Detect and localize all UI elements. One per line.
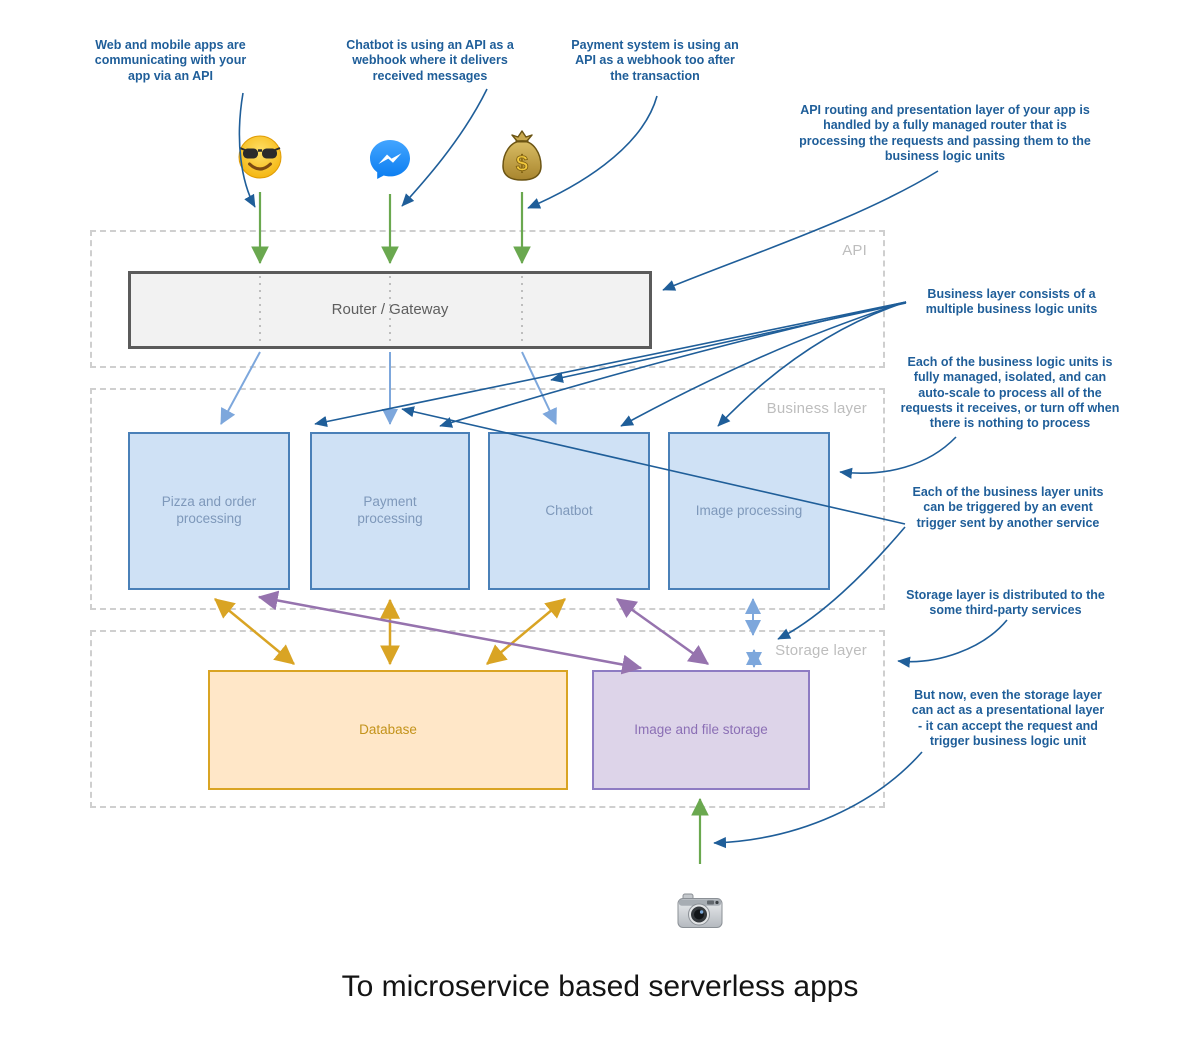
note-payment-webhook: Payment system is using an API as a webh… <box>571 38 739 83</box>
router-gateway-label: Router / Gateway <box>331 300 449 318</box>
storage-layer-label: Storage layer <box>775 642 867 659</box>
camera-icon <box>676 891 724 936</box>
arrow-note-storage-distributed <box>897 619 1008 668</box>
image-processing-box: Image processing <box>668 432 830 590</box>
chatbot-box: Chatbot <box>488 432 650 590</box>
payment-processing-box: Payment processing <box>310 432 470 590</box>
router-gateway-box: Router / Gateway <box>128 271 652 349</box>
note-business-units-managed: Each of the business logic units is full… <box>900 355 1120 430</box>
note-api-routing: API routing and presentation layer of yo… <box>799 103 1091 163</box>
api-layer-label: API <box>842 242 867 259</box>
image-file-storage-label: Image and file storage <box>634 721 768 737</box>
note-storage-distributed: Storage layer is distributed to the some… <box>906 588 1105 618</box>
money-bag-icon: $ <box>498 128 546 187</box>
svg-text:$: $ <box>516 151 528 176</box>
arrow-note-chatbot-webhook <box>401 88 488 207</box>
note-chatbot-webhook: Chatbot is using an API as a webhook whe… <box>346 38 514 83</box>
messenger-icon <box>368 137 412 186</box>
note-event-trigger: Each of the business layer units can be … <box>912 485 1104 530</box>
payment-processing-label: Payment processing <box>357 494 423 526</box>
note-business-consists: Business layer consists of a multiple bu… <box>925 287 1098 317</box>
diagram-title: To microservice based serverless apps <box>341 970 859 1003</box>
arrow-note-payment-webhook <box>527 95 658 209</box>
image-processing-label: Image processing <box>695 502 803 518</box>
note-web-mobile: Web and mobile apps are communicating wi… <box>94 38 247 83</box>
business-layer-label: Business layer <box>766 400 867 417</box>
chatbot-label: Chatbot <box>545 502 593 518</box>
database-box: Database <box>208 670 568 790</box>
sunglasses-face-icon <box>236 133 284 186</box>
note-storage-presentational: But now, even the storage layer can act … <box>911 688 1105 748</box>
image-file-storage-box: Image and file storage <box>592 670 810 790</box>
database-label: Database <box>359 721 417 737</box>
pizza-order-processing-box: Pizza and order processing <box>128 432 290 590</box>
pizza-order-processing-label: Pizza and order processing <box>161 494 257 526</box>
